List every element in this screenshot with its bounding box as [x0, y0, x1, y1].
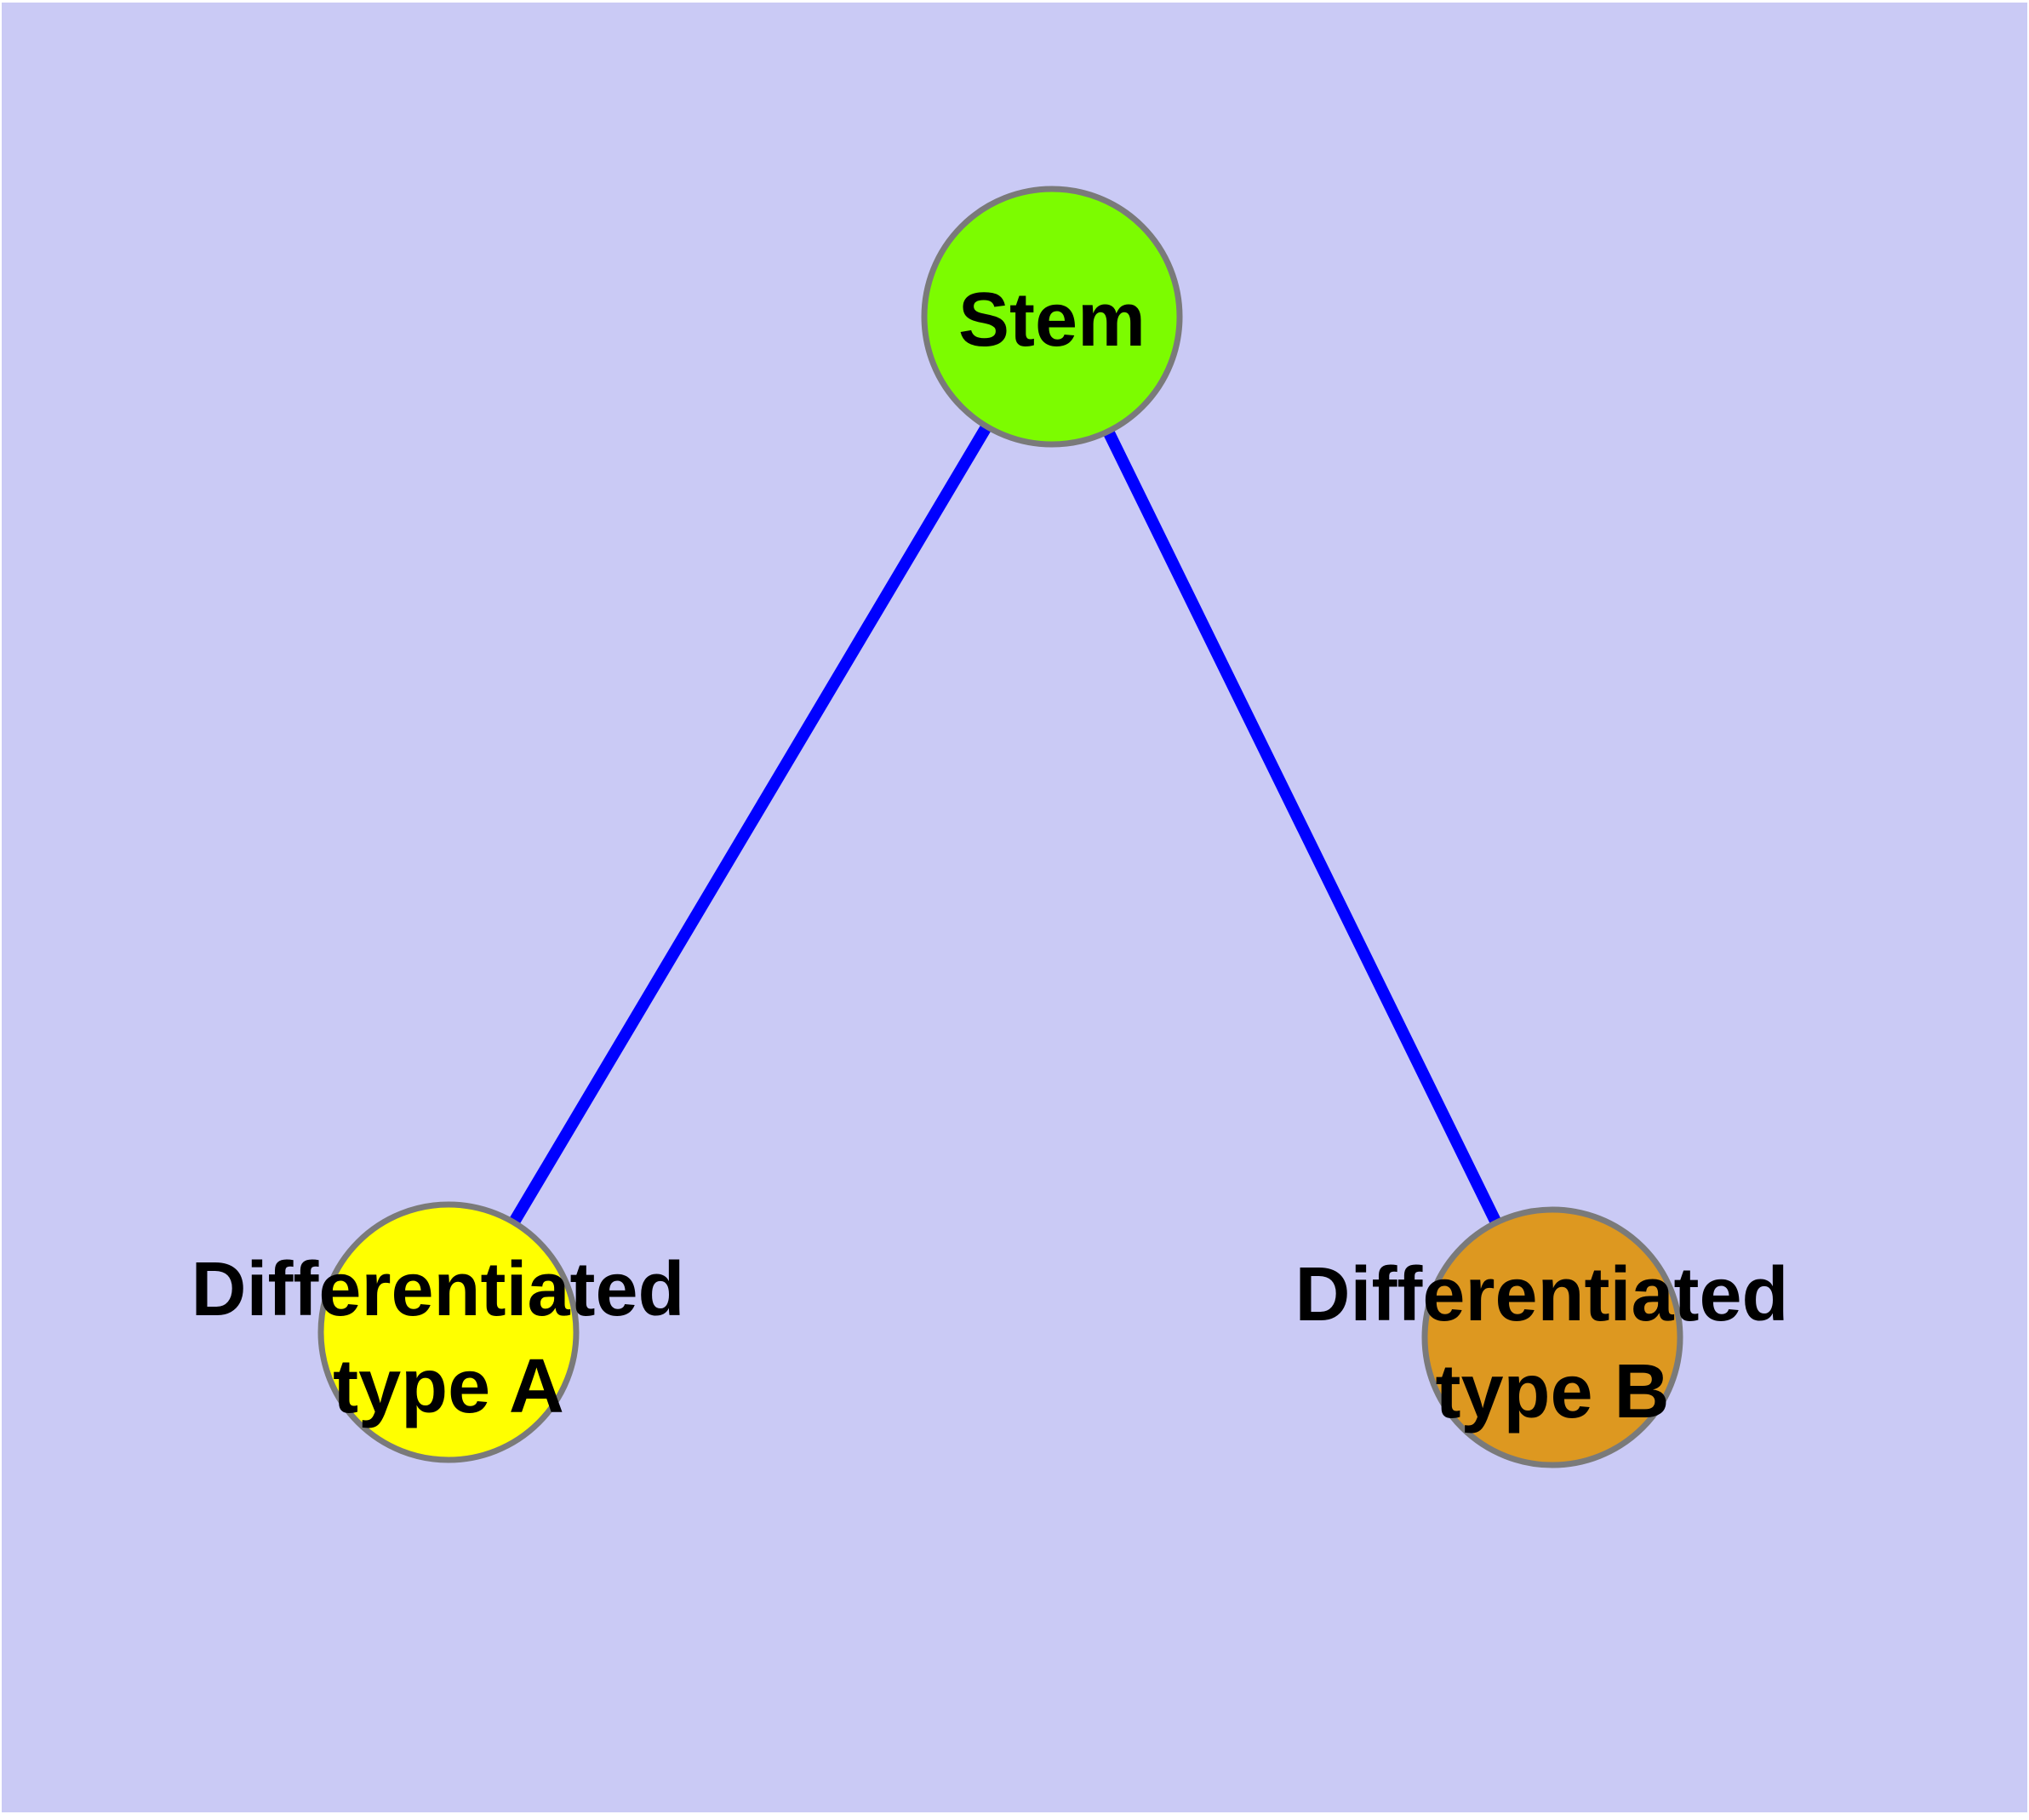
node-differentiated-type-b: Differentiated type B: [1295, 1206, 1809, 1468]
node-differentiated-type-a-label-line2: type A: [333, 1344, 564, 1429]
node-stem-circle: [921, 186, 1183, 448]
node-stem-label: Stem: [958, 278, 1146, 363]
node-differentiated-type-a-label-line1: Differentiated: [191, 1247, 684, 1332]
node-differentiated-type-a-label: Differentiated type A: [191, 1247, 706, 1429]
node-differentiated-type-a: Differentiated type A: [191, 1201, 706, 1463]
node-differentiated-type-b-label-line1: Differentiated: [1295, 1252, 1788, 1337]
node-stem: Stem: [921, 186, 1183, 448]
node-differentiated-type-b-label: Differentiated type B: [1295, 1252, 1809, 1434]
edge-stem-to-type-b: [1046, 311, 1558, 1343]
node-differentiated-type-b-circle: [1421, 1206, 1683, 1468]
node-differentiated-type-a-circle: [317, 1201, 580, 1463]
node-differentiated-type-b-label-line2: type B: [1435, 1349, 1669, 1434]
edge-stem-to-type-a: [443, 311, 1058, 1338]
node-stem-label-line: Stem: [958, 278, 1146, 363]
